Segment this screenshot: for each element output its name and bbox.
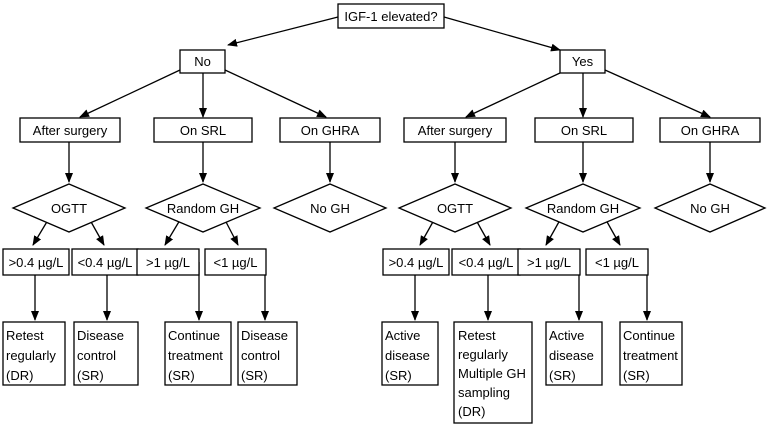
yes-ogtt-diamond: OGTT — [397, 183, 513, 233]
yes-on-ghra-node: On GHRA — [659, 117, 761, 143]
branch-yes-node: Yes — [559, 49, 606, 74]
yes-no-gh-label: No GH — [690, 201, 730, 216]
result-box: <1 µg/L — [585, 248, 649, 276]
yes-random-gh-diamond: Random GH — [524, 183, 642, 233]
arrow-random1-high — [164, 219, 181, 246]
arrow-yes-to-after-surgery — [465, 72, 561, 118]
arrow-random2-high — [545, 219, 561, 246]
outcome-line: regularly — [458, 347, 508, 362]
outcome-line: control — [77, 348, 116, 363]
outcome-line: (SR) — [168, 368, 195, 383]
arrow-no-to-after-surgery — [79, 69, 181, 118]
outcome-line: regularly — [6, 348, 56, 363]
result-label: <1 µg/L — [595, 255, 639, 270]
outcome-line: Multiple GH — [458, 366, 526, 381]
result-box: <1 µg/L — [204, 248, 267, 276]
outcome-line: disease — [385, 348, 430, 363]
yes-after-surgery-label: After surgery — [418, 123, 493, 138]
result-label: >1 µg/L — [146, 255, 190, 270]
result-box: >0.4 µg/L — [382, 248, 450, 276]
outcome-line: (SR) — [241, 368, 268, 383]
outcome-line: disease — [549, 348, 594, 363]
yes-no-gh-diamond: No GH — [653, 183, 767, 233]
outcome-line: Disease — [77, 328, 124, 343]
arrow-ogtt1-high — [32, 219, 49, 246]
arrow-ogtt2-high — [419, 219, 435, 246]
outcome-box: Active disease (SR) — [545, 321, 603, 386]
arrow-random1-low — [224, 219, 239, 246]
no-ogtt-label: OGTT — [51, 201, 87, 216]
outcome-line: Retest — [458, 328, 496, 343]
result-label: <0.4 µg/L — [459, 255, 514, 270]
outcome-box: Disease control (SR) — [73, 321, 139, 386]
result-label: >0.4 µg/L — [9, 255, 64, 270]
result-box: >1 µg/L — [517, 248, 581, 276]
outcome-line: (SR) — [77, 368, 104, 383]
result-label: <0.4 µg/L — [78, 255, 133, 270]
no-on-ghra-label: On GHRA — [301, 123, 360, 138]
branch-yes-label: Yes — [572, 54, 594, 69]
no-no-gh-diamond: No GH — [272, 183, 388, 233]
no-after-surgery-label: After surgery — [33, 123, 108, 138]
no-after-surgery-node: After surgery — [19, 117, 121, 143]
outcome-line: sampling — [458, 385, 510, 400]
yes-on-srl-label: On SRL — [561, 123, 607, 138]
arrow-yes-to-on-ghra — [604, 69, 711, 118]
no-random-gh-diamond: Random GH — [144, 183, 262, 233]
yes-on-ghra-label: On GHRA — [681, 123, 740, 138]
arrow-ogtt1-low — [89, 219, 105, 246]
outcome-line: (SR) — [549, 368, 576, 383]
outcome-box: Continue treatment (SR) — [619, 321, 683, 386]
outcome-box: Disease control (SR) — [237, 321, 298, 386]
no-on-ghra-node: On GHRA — [279, 117, 381, 143]
outcome-line: Active — [549, 328, 584, 343]
connectors — [31, 16, 714, 321]
outcome-box: Retest regularly Multiple GH sampling (D… — [453, 321, 533, 424]
outcome-line: (SR) — [623, 368, 650, 383]
outcome-line: Continue — [623, 328, 675, 343]
arrow-ogtt2-low — [475, 219, 491, 246]
result-box: >1 µg/L — [136, 248, 200, 276]
no-ogtt-diamond: OGTT — [11, 183, 127, 233]
outcome-line: Retest — [6, 328, 44, 343]
result-label: >0.4 µg/L — [389, 255, 444, 270]
outcome-line: (DR) — [6, 368, 33, 383]
yes-random-gh-label: Random GH — [547, 201, 619, 216]
branch-no-label: No — [194, 54, 211, 69]
arrow-no-to-on-ghra — [224, 69, 327, 118]
yes-on-srl-node: On SRL — [534, 117, 634, 143]
no-on-srl-label: On SRL — [180, 123, 226, 138]
root-label: IGF-1 elevated? — [344, 9, 437, 24]
no-random-gh-label: Random GH — [167, 201, 239, 216]
outcome-box: Continue treatment (SR) — [164, 321, 232, 386]
outcome-line: treatment — [623, 348, 678, 363]
root-node: IGF-1 elevated? — [337, 3, 445, 29]
outcome-box: Retest regularly (DR) — [2, 321, 66, 386]
outcome-line: (SR) — [385, 368, 412, 383]
outcome-line: Continue — [168, 328, 220, 343]
no-no-gh-label: No GH — [310, 201, 350, 216]
result-label: >1 µg/L — [527, 255, 571, 270]
no-on-srl-node: On SRL — [153, 117, 253, 143]
result-label: <1 µg/L — [214, 255, 258, 270]
outcome-line: (DR) — [458, 404, 485, 419]
outcome-line: control — [241, 348, 280, 363]
outcome-line: Active — [385, 328, 420, 343]
branch-no-node: No — [179, 49, 226, 74]
result-box: >0.4 µg/L — [2, 248, 70, 276]
result-box: <0.4 µg/L — [71, 248, 139, 276]
arrow-root-to-no — [227, 16, 339, 47]
yes-ogtt-label: OGTT — [437, 201, 473, 216]
yes-after-surgery-node: After surgery — [403, 117, 507, 143]
outcome-line: treatment — [168, 348, 223, 363]
arrow-root-to-yes — [443, 16, 561, 52]
result-box: <0.4 µg/L — [451, 248, 521, 276]
outcome-box: Active disease (SR) — [381, 321, 439, 386]
outcome-line: Disease — [241, 328, 288, 343]
arrow-random2-low — [605, 219, 621, 246]
